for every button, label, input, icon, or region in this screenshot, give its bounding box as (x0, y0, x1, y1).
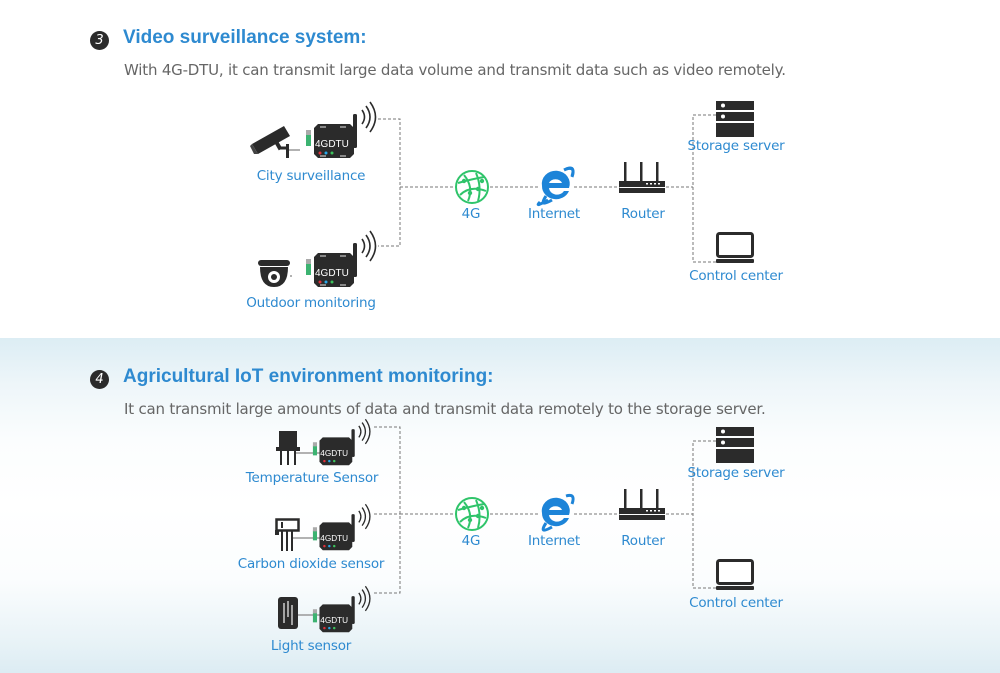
dome-camera-icon (258, 260, 292, 287)
dtu-modem-icon: 4GDTU (312, 418, 371, 466)
server-icon (716, 427, 754, 463)
section-title: Video surveillance system: (123, 27, 367, 48)
connection-lines (374, 426, 716, 594)
source-label: City surveillance (256, 168, 366, 184)
co2-sensor-icon (275, 518, 323, 551)
dtu-modem-icon: 4GDTU (312, 585, 371, 633)
internet-explorer-icon (541, 493, 575, 532)
section-title: Agricultural IoT environment monitoring: (123, 366, 494, 387)
destination-label: Storage server (687, 138, 785, 154)
section-description: It can transmit large amounts of data an… (124, 400, 766, 418)
dtu-device: 4GDTU (308, 583, 374, 644)
destination-label: Storage server (687, 465, 785, 481)
laptop-icon (716, 232, 754, 263)
connection-lines (378, 114, 716, 263)
source-label: Outdoor monitoring (246, 295, 376, 311)
globe-network-icon (455, 497, 489, 531)
network-label: 4G (461, 533, 481, 549)
dtu-label: 4GDTU (320, 616, 348, 625)
source-label: Temperature Sensor (245, 470, 379, 486)
dtu-modem-icon: 4GDTU (312, 503, 371, 551)
security-camera-icon (250, 126, 300, 158)
router-icon (619, 162, 665, 193)
network-label: Router (621, 533, 665, 549)
laptop-icon (716, 559, 754, 590)
dtu-label: 4GDTU (320, 449, 348, 458)
server-icon (716, 101, 754, 137)
destination-label: Control center (689, 595, 783, 611)
dtu-device: 4GDTU (308, 501, 374, 562)
dtu-device: 4GDTU (300, 98, 380, 172)
section-description: With 4G-DTU, it can transmit large data … (124, 61, 786, 79)
dtu-modem-icon: 4GDTU (306, 230, 377, 287)
network-label: 4G (461, 206, 481, 222)
destination-label: Control center (689, 268, 783, 284)
temperature-sensor-icon (276, 431, 322, 465)
dtu-device: 4GDTU (300, 227, 380, 301)
network-label: Router (621, 206, 665, 222)
video-surveillance-section: 3 Video surveillance system: With 4G-DTU… (90, 27, 786, 311)
network-label: Internet (527, 533, 581, 549)
section-number-badge: 4 (90, 370, 109, 389)
source-label: Light sensor (270, 638, 352, 654)
dtu-modem-icon: 4GDTU (306, 101, 377, 158)
dtu-label: 4GDTU (315, 139, 349, 150)
light-sensor-icon (278, 597, 322, 629)
dtu-label: 4GDTU (320, 534, 348, 543)
section-number-badge: 3 (90, 31, 109, 50)
agricultural-iot-section: 4 Agricultural IoT environment monitorin… (0, 338, 1000, 673)
dtu-device: 4GDTU (308, 416, 374, 477)
source-label: Carbon dioxide sensor (237, 556, 385, 572)
globe-network-icon (455, 170, 489, 204)
router-icon (619, 489, 665, 520)
network-label: Internet (527, 206, 581, 222)
internet-explorer-icon (536, 166, 575, 207)
dtu-label: 4GDTU (315, 268, 349, 279)
